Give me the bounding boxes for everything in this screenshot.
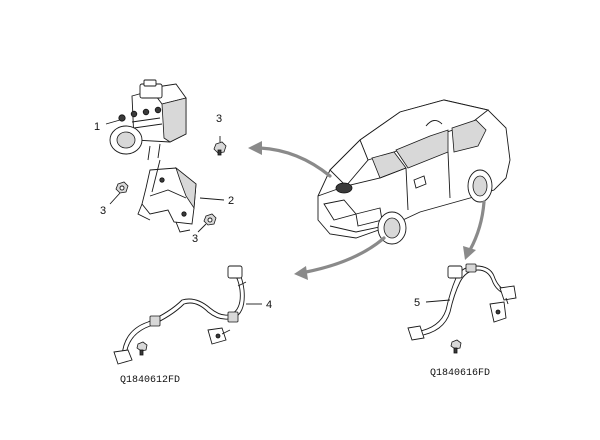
bolt-3-top: [213, 141, 227, 156]
figure-code-front: Q1840612FD: [120, 375, 180, 386]
arrow-to-front-sensor: [294, 236, 386, 280]
callout-5: 5: [414, 297, 420, 309]
callout-4: 4: [266, 299, 272, 311]
leader-lines: [105, 119, 451, 305]
nut-3-left: [115, 181, 129, 194]
front-wheel-speed-sensor: [113, 265, 247, 365]
callout-1: 1: [94, 121, 100, 133]
arrow-to-rear-sensor: [463, 200, 486, 260]
abs-hydraulic-unit: [109, 79, 187, 161]
arrow-to-abs-unit: [248, 141, 332, 178]
callout-3-top: 3: [216, 113, 222, 125]
abs-bracket: [137, 159, 197, 233]
front-sensor-bolt: [136, 341, 148, 356]
callout-2: 2: [228, 195, 234, 207]
callout-3-bottom: 3: [192, 233, 198, 245]
rear-wheel-speed-sensor: [407, 263, 517, 341]
callout-3-left: 3: [100, 205, 106, 217]
figure-code-rear: Q1840616FD: [430, 368, 490, 379]
nut-3-bottom: [203, 213, 217, 226]
vehicle-illustration: [317, 99, 511, 245]
rear-sensor-bolt: [450, 339, 462, 354]
